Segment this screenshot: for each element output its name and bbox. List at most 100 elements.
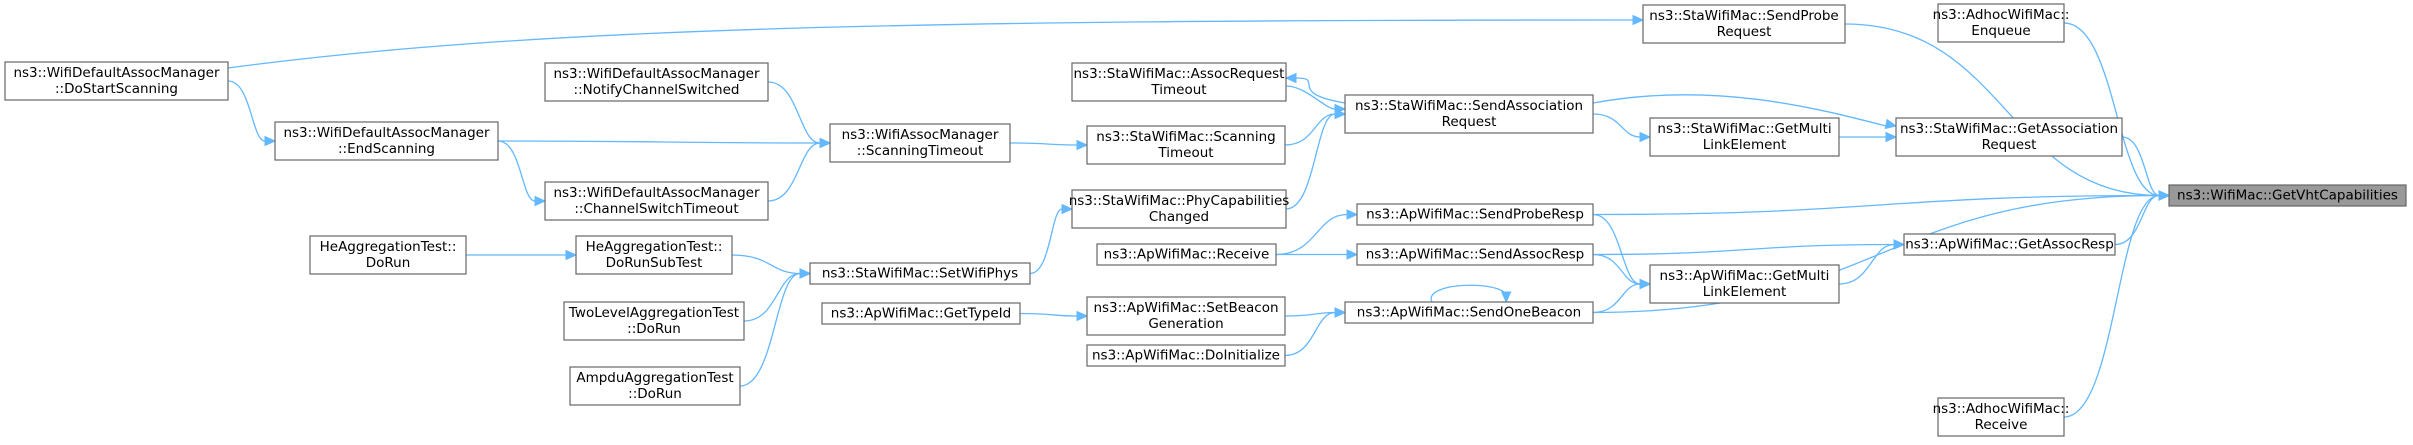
node-label: ns3::ApWifiMac::GetMulti [1660, 268, 1830, 284]
node-box[interactable] [309, 235, 467, 275]
node-label: ns3::StaWifiMac::AssocRequest [1074, 66, 1285, 82]
node-box[interactable] [1937, 3, 2065, 43]
node-dam-endscan[interactable]: ns3::WifiDefaultAssocManager::EndScannin… [274, 121, 499, 161]
edge-he_dorunsub-to-sta_setwifiphys [731, 254, 812, 279]
edge-sta_sendprobe-to-vht [1844, 23, 2171, 201]
node-box[interactable] [1086, 296, 1286, 336]
edge-line [1430, 284, 1508, 303]
node-twolevel[interactable]: TwoLevelAggregationTest::DoRun [563, 301, 745, 341]
node-sta-scantimeout[interactable]: ns3::StaWifiMac::ScanningTimeout [1086, 125, 1286, 165]
node-box[interactable] [1642, 4, 1846, 44]
edge-line [1029, 208, 1063, 275]
node-ap-gettypeid[interactable]: ns3::ApWifiMac::GetTypeId [821, 302, 1021, 325]
node-box[interactable] [2168, 184, 2407, 207]
node-box[interactable] [829, 123, 1011, 163]
node-label: ns3::StaWifiMac::PhyCapabilities [1069, 193, 1290, 209]
arrowhead [565, 249, 578, 261]
node-label: AmpduAggregationTest [576, 370, 733, 386]
edge-line [1009, 142, 1078, 146]
node-ap-receive[interactable]: ns3::ApWifiMac::Receive [1096, 243, 1277, 266]
edge-line [2063, 22, 2160, 197]
node-box[interactable] [1071, 62, 1287, 102]
edge-line [1285, 85, 1336, 110]
edge-ap_sendproberesp-to-ap_getmulti [1592, 213, 1652, 290]
node-dam-notify[interactable]: ns3::WifiDefaultAssocManager::NotifyChan… [544, 62, 769, 102]
node-he-dorunsub[interactable]: HeAggregationTest::DoRunSubTest [575, 235, 733, 275]
edge-line [1844, 23, 2160, 197]
node-box[interactable] [1649, 117, 1840, 157]
node-box[interactable] [569, 366, 741, 406]
node-label: DoRunSubTest [606, 255, 703, 271]
nodes-layer: ns3::WifiMac::GetVhtCapabilitiesns3::Adh… [4, 3, 2407, 437]
node-box[interactable] [1937, 397, 2065, 437]
node-label: DoRun [366, 255, 411, 271]
node-sta-setwifiphys[interactable]: ns3::StaWifiMac::SetWifiPhys [809, 262, 1031, 285]
node-label: ns3::ApWifiMac::Receive [1104, 247, 1270, 263]
node-box[interactable] [1895, 117, 2123, 157]
node-box[interactable] [1086, 125, 1286, 165]
edge-dam_endscan-to-assoc_scantimeout [497, 137, 832, 149]
node-box[interactable] [1071, 189, 1287, 229]
edge-line [1592, 243, 1895, 256]
node-label: ns3::ApWifiMac::SendAssocResp [1366, 247, 1585, 263]
node-label: ns3::StaWifiMac::GetMulti [1657, 121, 1831, 137]
node-box[interactable] [809, 262, 1031, 285]
node-he-dorun[interactable]: HeAggregationTest::DoRun [309, 235, 467, 275]
node-box[interactable] [274, 121, 499, 161]
node-adhoc-recv[interactable]: ns3::AdhocWifiMac::Receive [1933, 397, 2070, 437]
node-box[interactable] [1344, 94, 1594, 134]
edge-line [1838, 243, 1895, 285]
node-label: ns3::StaWifiMac::SetWifiPhys [822, 266, 1018, 282]
node-dam-dostart[interactable]: ns3::WifiDefaultAssocManager::DoStartSca… [4, 61, 229, 101]
arrowhead [1639, 131, 1652, 143]
node-dam-chswitch[interactable]: ns3::WifiDefaultAssocManager::ChannelSwi… [544, 181, 769, 221]
node-label: LinkElement [1703, 284, 1787, 300]
node-ampdu[interactable]: AmpduAggregationTest::DoRun [569, 366, 741, 406]
edge-sta_phycap-to-sta_sendassoc [1285, 108, 1347, 210]
node-box[interactable] [1649, 264, 1840, 304]
node-box[interactable] [1096, 243, 1277, 266]
edge-line [731, 254, 801, 275]
arrowhead [1639, 278, 1652, 290]
node-box[interactable] [544, 181, 769, 221]
arrowhead [1334, 108, 1347, 120]
node-vht[interactable]: ns3::WifiMac::GetVhtCapabilities [2168, 184, 2407, 207]
node-box[interactable] [1903, 233, 2116, 256]
node-label: ns3::WifiDefaultAssocManager [13, 65, 220, 81]
node-label: HeAggregationTest:: [320, 239, 457, 255]
node-ap-doinit[interactable]: ns3::ApWifiMac::DoInitialize [1086, 344, 1286, 367]
node-ap-sendassocresp[interactable]: ns3::ApWifiMac::SendAssocResp [1356, 243, 1594, 266]
edge-line [1284, 311, 1336, 317]
node-box[interactable] [1356, 203, 1594, 226]
node-ap-getassocresp[interactable]: ns3::ApWifiMac::GetAssocResp [1903, 233, 2116, 256]
edge-line [1295, 77, 1346, 104]
node-box[interactable] [575, 235, 733, 275]
arrowhead [1284, 72, 1297, 84]
edge-line [227, 80, 266, 142]
edge-dam_dostart-to-dam_endscan [227, 80, 277, 147]
node-box[interactable] [544, 62, 769, 102]
node-box[interactable] [1086, 344, 1286, 367]
node-box[interactable] [4, 61, 229, 101]
node-box[interactable] [1344, 301, 1594, 324]
node-ap-sendonebeacon[interactable]: ns3::ApWifiMac::SendOneBeacon [1344, 301, 1594, 324]
node-box[interactable] [1356, 243, 1594, 266]
node-label: ns3::AdhocWifiMac:: [1933, 401, 2070, 417]
edge-ampdu-to-sta_setwifiphys [739, 268, 812, 387]
node-ap-sendproberesp[interactable]: ns3::ApWifiMac::SendProbeResp [1356, 203, 1594, 226]
node-box[interactable] [563, 301, 745, 341]
node-adhoc-enq[interactable]: ns3::AdhocWifiMac::Enqueue [1933, 3, 2070, 43]
node-assoc-scantimeout[interactable]: ns3::WifiAssocManager::ScanningTimeout [829, 123, 1011, 163]
node-label: ::ScanningTimeout [857, 143, 984, 159]
node-box[interactable] [821, 302, 1021, 325]
edge-dam_chswitch-to-assoc_scantimeout [767, 137, 832, 202]
arrowhead [1632, 14, 1645, 26]
